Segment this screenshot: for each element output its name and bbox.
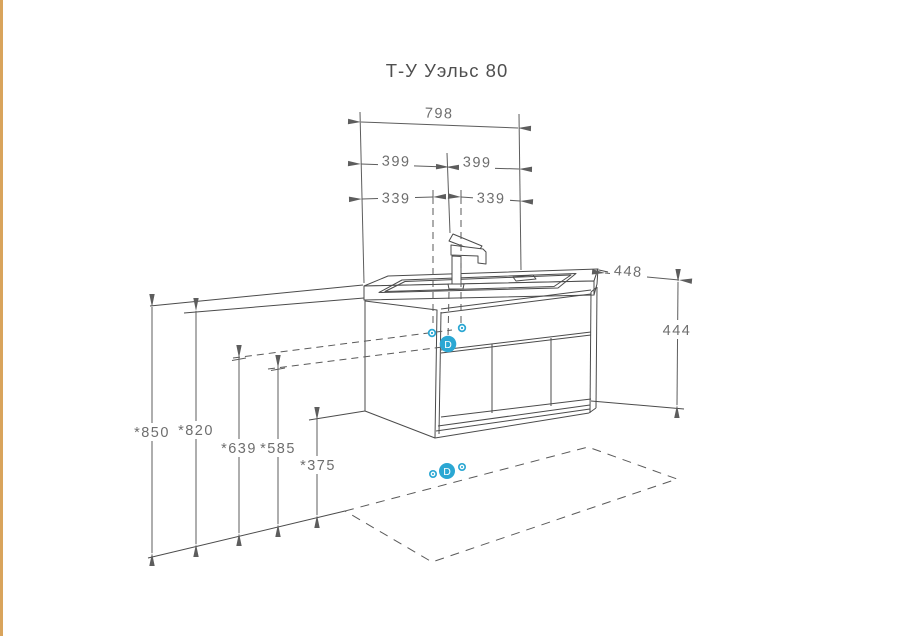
dim-label-448: 448	[613, 263, 643, 281]
dim-label-375: *375	[300, 458, 336, 474]
dim-label-339-right: 339	[477, 191, 506, 208]
dim-label-444: 444	[663, 323, 692, 339]
dim-label-399-right: 399	[463, 155, 492, 172]
floor-drain-icon	[439, 463, 455, 479]
floor-line	[147, 510, 346, 559]
dim-label-850: *850	[134, 425, 170, 441]
dimension-labels: 798 399 399 339 339 448 444 *850 *820 *6…	[134, 106, 692, 474]
plumbing-markers-floor: D	[429, 463, 466, 479]
dim-label-639: *639	[221, 441, 257, 457]
dim-line-444	[674, 268, 681, 419]
washbasin-counter	[363, 268, 599, 301]
dim-label-798: 798	[425, 106, 454, 123]
plumbing-markers-cabinet: D	[427, 323, 467, 353]
drain-point-icon	[439, 335, 457, 353]
supply-point-left-ring	[429, 330, 435, 336]
supply-point-right-icon	[457, 323, 467, 333]
page-edge-stripe	[0, 0, 3, 636]
supply-point-left-icon	[427, 328, 437, 338]
dim-label-585: *585	[260, 441, 296, 457]
dim-label-820: *820	[178, 423, 214, 439]
dimension-lines	[149, 111, 693, 566]
drain-point-letter: D	[444, 339, 452, 351]
hidden-projection-lines	[232, 208, 462, 370]
floor-supply-right-icon	[458, 463, 466, 471]
basin-drain-slot	[512, 274, 537, 282]
dim-label-339-left: 339	[382, 191, 411, 208]
dimension-label-backgrounds	[132, 104, 696, 474]
vanity-cabinet	[364, 286, 598, 439]
floor-drain-letter: D	[443, 466, 451, 478]
floor-supply-left-icon	[429, 470, 437, 478]
dim-label-399-left: 399	[382, 154, 411, 171]
faucet	[447, 233, 487, 290]
dim-line-798	[347, 118, 532, 132]
drawing-title: Т-У Уэльс 80	[386, 60, 509, 81]
floor-footprint-projection	[343, 446, 679, 563]
floor-supply-right-ring	[459, 464, 465, 470]
floor-supply-left-ring	[430, 471, 436, 477]
supply-point-right-ring	[459, 325, 465, 331]
